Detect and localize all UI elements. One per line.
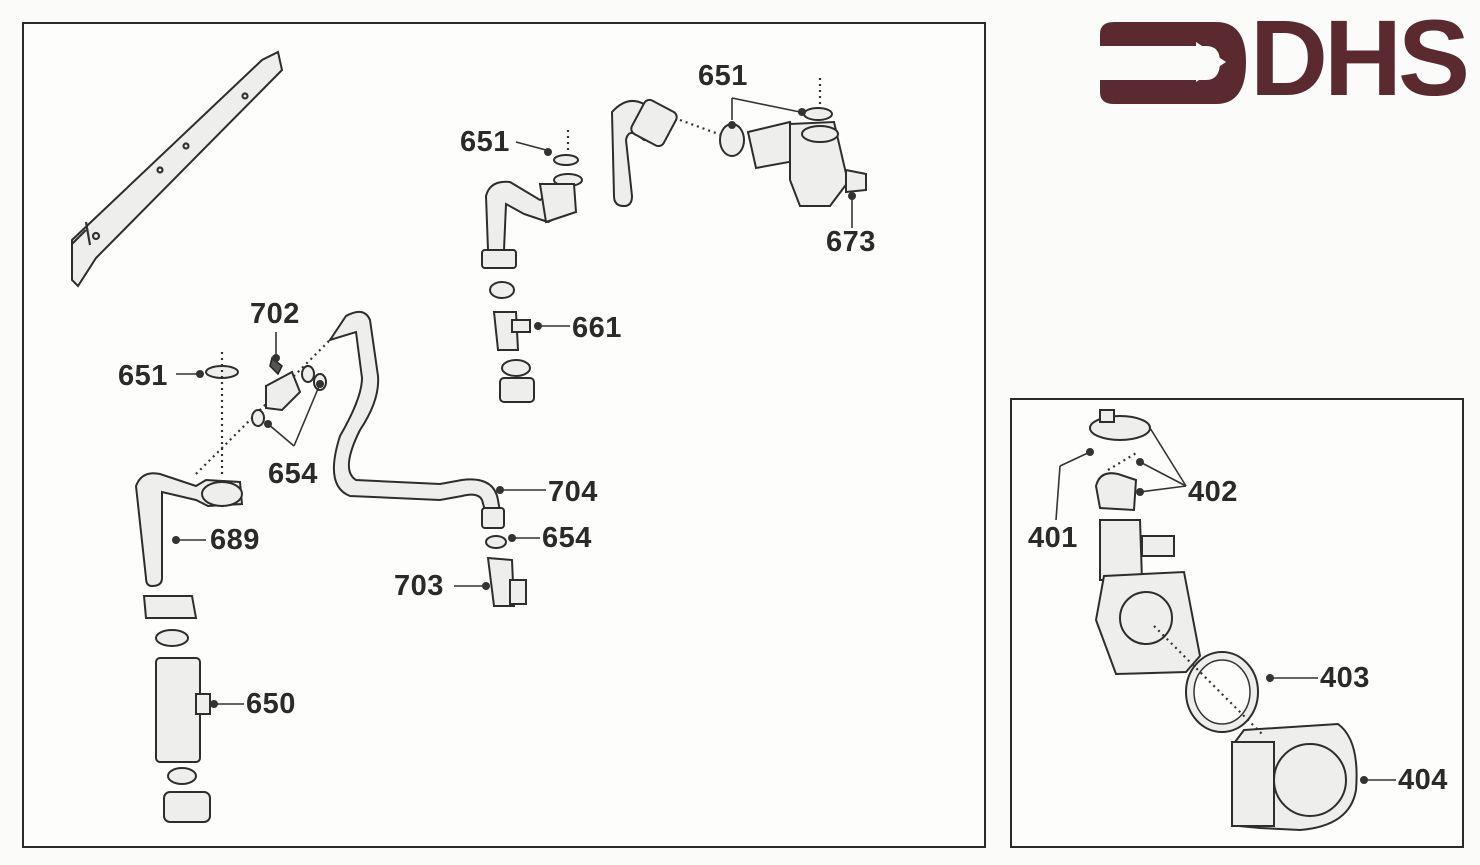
pipe-assembly-661 bbox=[481, 130, 583, 403]
part-label-651: 651 bbox=[698, 60, 748, 92]
pump-assembly bbox=[1089, 409, 1358, 832]
part-label-401: 401 bbox=[1028, 522, 1078, 554]
part-label-703: 703 bbox=[394, 570, 444, 602]
part-label-650: 650 bbox=[246, 688, 296, 720]
part-label-403: 403 bbox=[1320, 662, 1370, 694]
logo-arrow-mark bbox=[1100, 22, 1246, 104]
part-label-661: 661 bbox=[572, 312, 622, 344]
logo-text: DHS bbox=[1250, 0, 1470, 118]
mounting-bracket bbox=[71, 50, 284, 288]
leader-lines bbox=[172, 97, 1396, 784]
valve-assembly-673 bbox=[610, 78, 867, 208]
part-label-704: 704 bbox=[548, 476, 598, 508]
part-label-402: 402 bbox=[1188, 476, 1238, 508]
pipe-assembly-689 bbox=[134, 339, 331, 823]
part-label-654: 654 bbox=[542, 522, 592, 554]
part-label-689: 689 bbox=[210, 524, 260, 556]
part-label-651: 651 bbox=[460, 126, 510, 158]
part-label-654: 654 bbox=[268, 458, 318, 490]
part-label-673: 673 bbox=[826, 226, 876, 258]
part-label-702: 702 bbox=[250, 298, 300, 330]
part-label-404: 404 bbox=[1398, 764, 1448, 796]
part-label-651: 651 bbox=[118, 360, 168, 392]
flexible-hose-704 bbox=[327, 310, 527, 607]
